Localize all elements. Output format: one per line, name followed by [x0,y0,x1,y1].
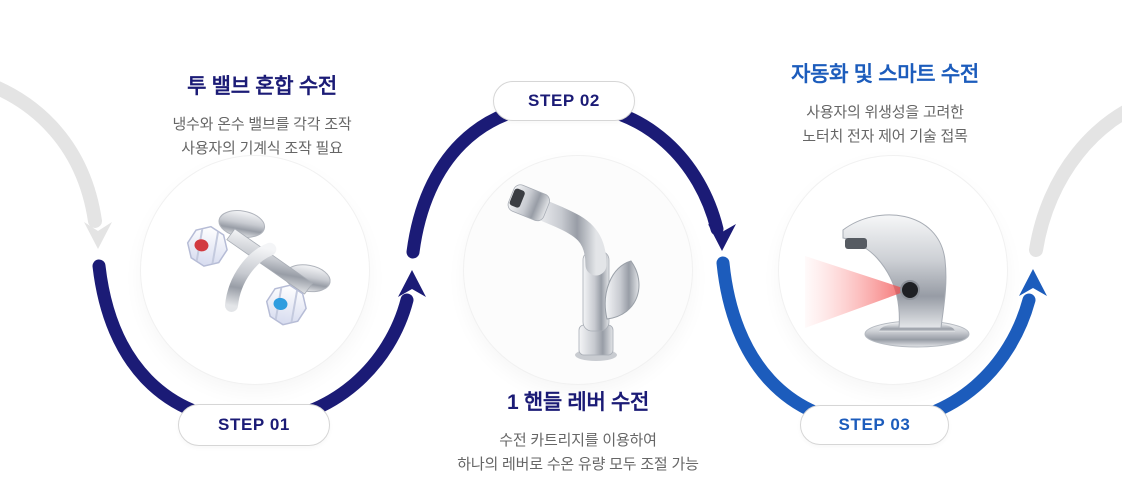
step2-arrow-head-icon [708,224,736,251]
step1-badge: STEP 01 [178,404,330,446]
sensor-faucet-image [805,214,970,348]
single-lever-faucet-image [507,184,640,361]
step3-description-line2: 노터치 전자 제어 기술 접목 [802,128,968,145]
step2-badge: STEP 02 [493,81,635,121]
step3-text-block: 자동화 및 스마트 수전 사용자의 위생성을 고려한 노터치 전자 제어 기술 … [725,58,1045,149]
step3-image-circle [779,156,1007,384]
step2-title: 1 핸들 레버 수전 [506,391,650,414]
step1-badge-label: STEP 01 [218,415,290,434]
step3-arrow-head-icon [1019,269,1047,296]
step1-arrow-head-icon [398,270,426,297]
step2-image-circle [464,156,692,384]
incoming-arrow-head-icon [84,222,112,249]
step3-title: 자동화 및 스마트 수전 [791,63,979,86]
step2-description-line1: 수전 카트리지를 이용하여 [499,432,657,449]
step2-text-block: 1 핸들 레버 수전 수전 카트리지를 이용하여 하나의 레버로 수온 유량 모… [396,386,760,477]
step1-description-line1: 냉수와 온수 밸브를 각각 조작 [172,116,352,133]
step1-text-block: 투 밸브 혼합 수전 냉수와 온수 밸브를 각각 조작 사용자의 기계식 조작 … [102,70,422,161]
two-valve-faucet-image [186,210,331,326]
step1-description-line2: 사용자의 기계식 조작 필요 [181,140,343,157]
step1-title: 투 밸브 혼합 수전 [187,75,337,98]
outgoing-arrow-arc [1029,105,1122,257]
step3-badge-label: STEP 03 [838,415,911,434]
step3-description-line1: 사용자의 위생성을 고려한 [806,104,964,121]
incoming-arrow-arc [0,81,102,228]
step1-image-circle [141,156,369,384]
step3-badge: STEP 03 [800,405,949,445]
step2-description-line2: 하나의 레버로 수온 유량 모두 조절 가능 [457,456,699,473]
step2-badge-label: STEP 02 [528,91,600,110]
